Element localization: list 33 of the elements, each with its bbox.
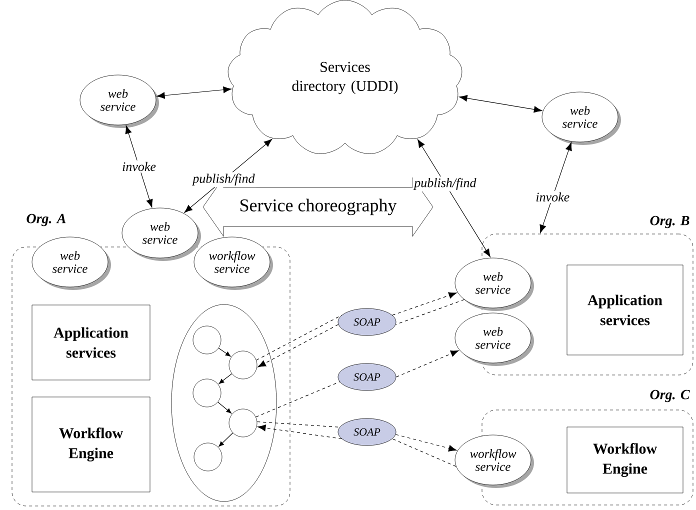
connector-arrow <box>258 424 342 440</box>
connector-arrow <box>125 126 153 208</box>
edge-label: publish/find <box>412 176 478 192</box>
connector-arrow <box>418 139 490 258</box>
activity-circle <box>192 326 222 354</box>
connector-arrow <box>459 95 542 113</box>
directory-cloud: Services directory (UDDI) <box>228 0 462 154</box>
component-box: Application services <box>566 264 684 356</box>
region-heading: Org. C <box>650 390 690 402</box>
connector-arrow <box>184 139 272 213</box>
region-heading: Org. A <box>26 214 66 226</box>
connector-arrow <box>392 292 457 316</box>
connector-arrow <box>218 402 232 414</box>
connector-arrow <box>156 86 232 99</box>
connector-arrow <box>258 324 339 368</box>
activity-circle <box>194 442 222 472</box>
connector-arrow <box>218 373 232 384</box>
connector-arrow <box>218 348 231 357</box>
connector-arrow <box>395 434 457 452</box>
activity-circle <box>228 350 258 380</box>
edge-label: invoke <box>534 190 572 203</box>
region-heading: Org. B <box>650 216 690 228</box>
connector-arrow <box>540 142 572 233</box>
workflow-ellipse <box>171 304 277 502</box>
edge-label: invoke <box>120 160 158 173</box>
component-box: Application services <box>32 304 150 380</box>
component-box: Workflow Engine <box>32 396 150 492</box>
connector-arrow <box>396 350 459 378</box>
component-box: Workflow Engine <box>566 426 684 494</box>
activity-circle <box>192 378 222 408</box>
activity-circle <box>228 408 258 438</box>
edge-label: publish/find <box>191 172 256 188</box>
connector-arrow <box>218 432 234 447</box>
